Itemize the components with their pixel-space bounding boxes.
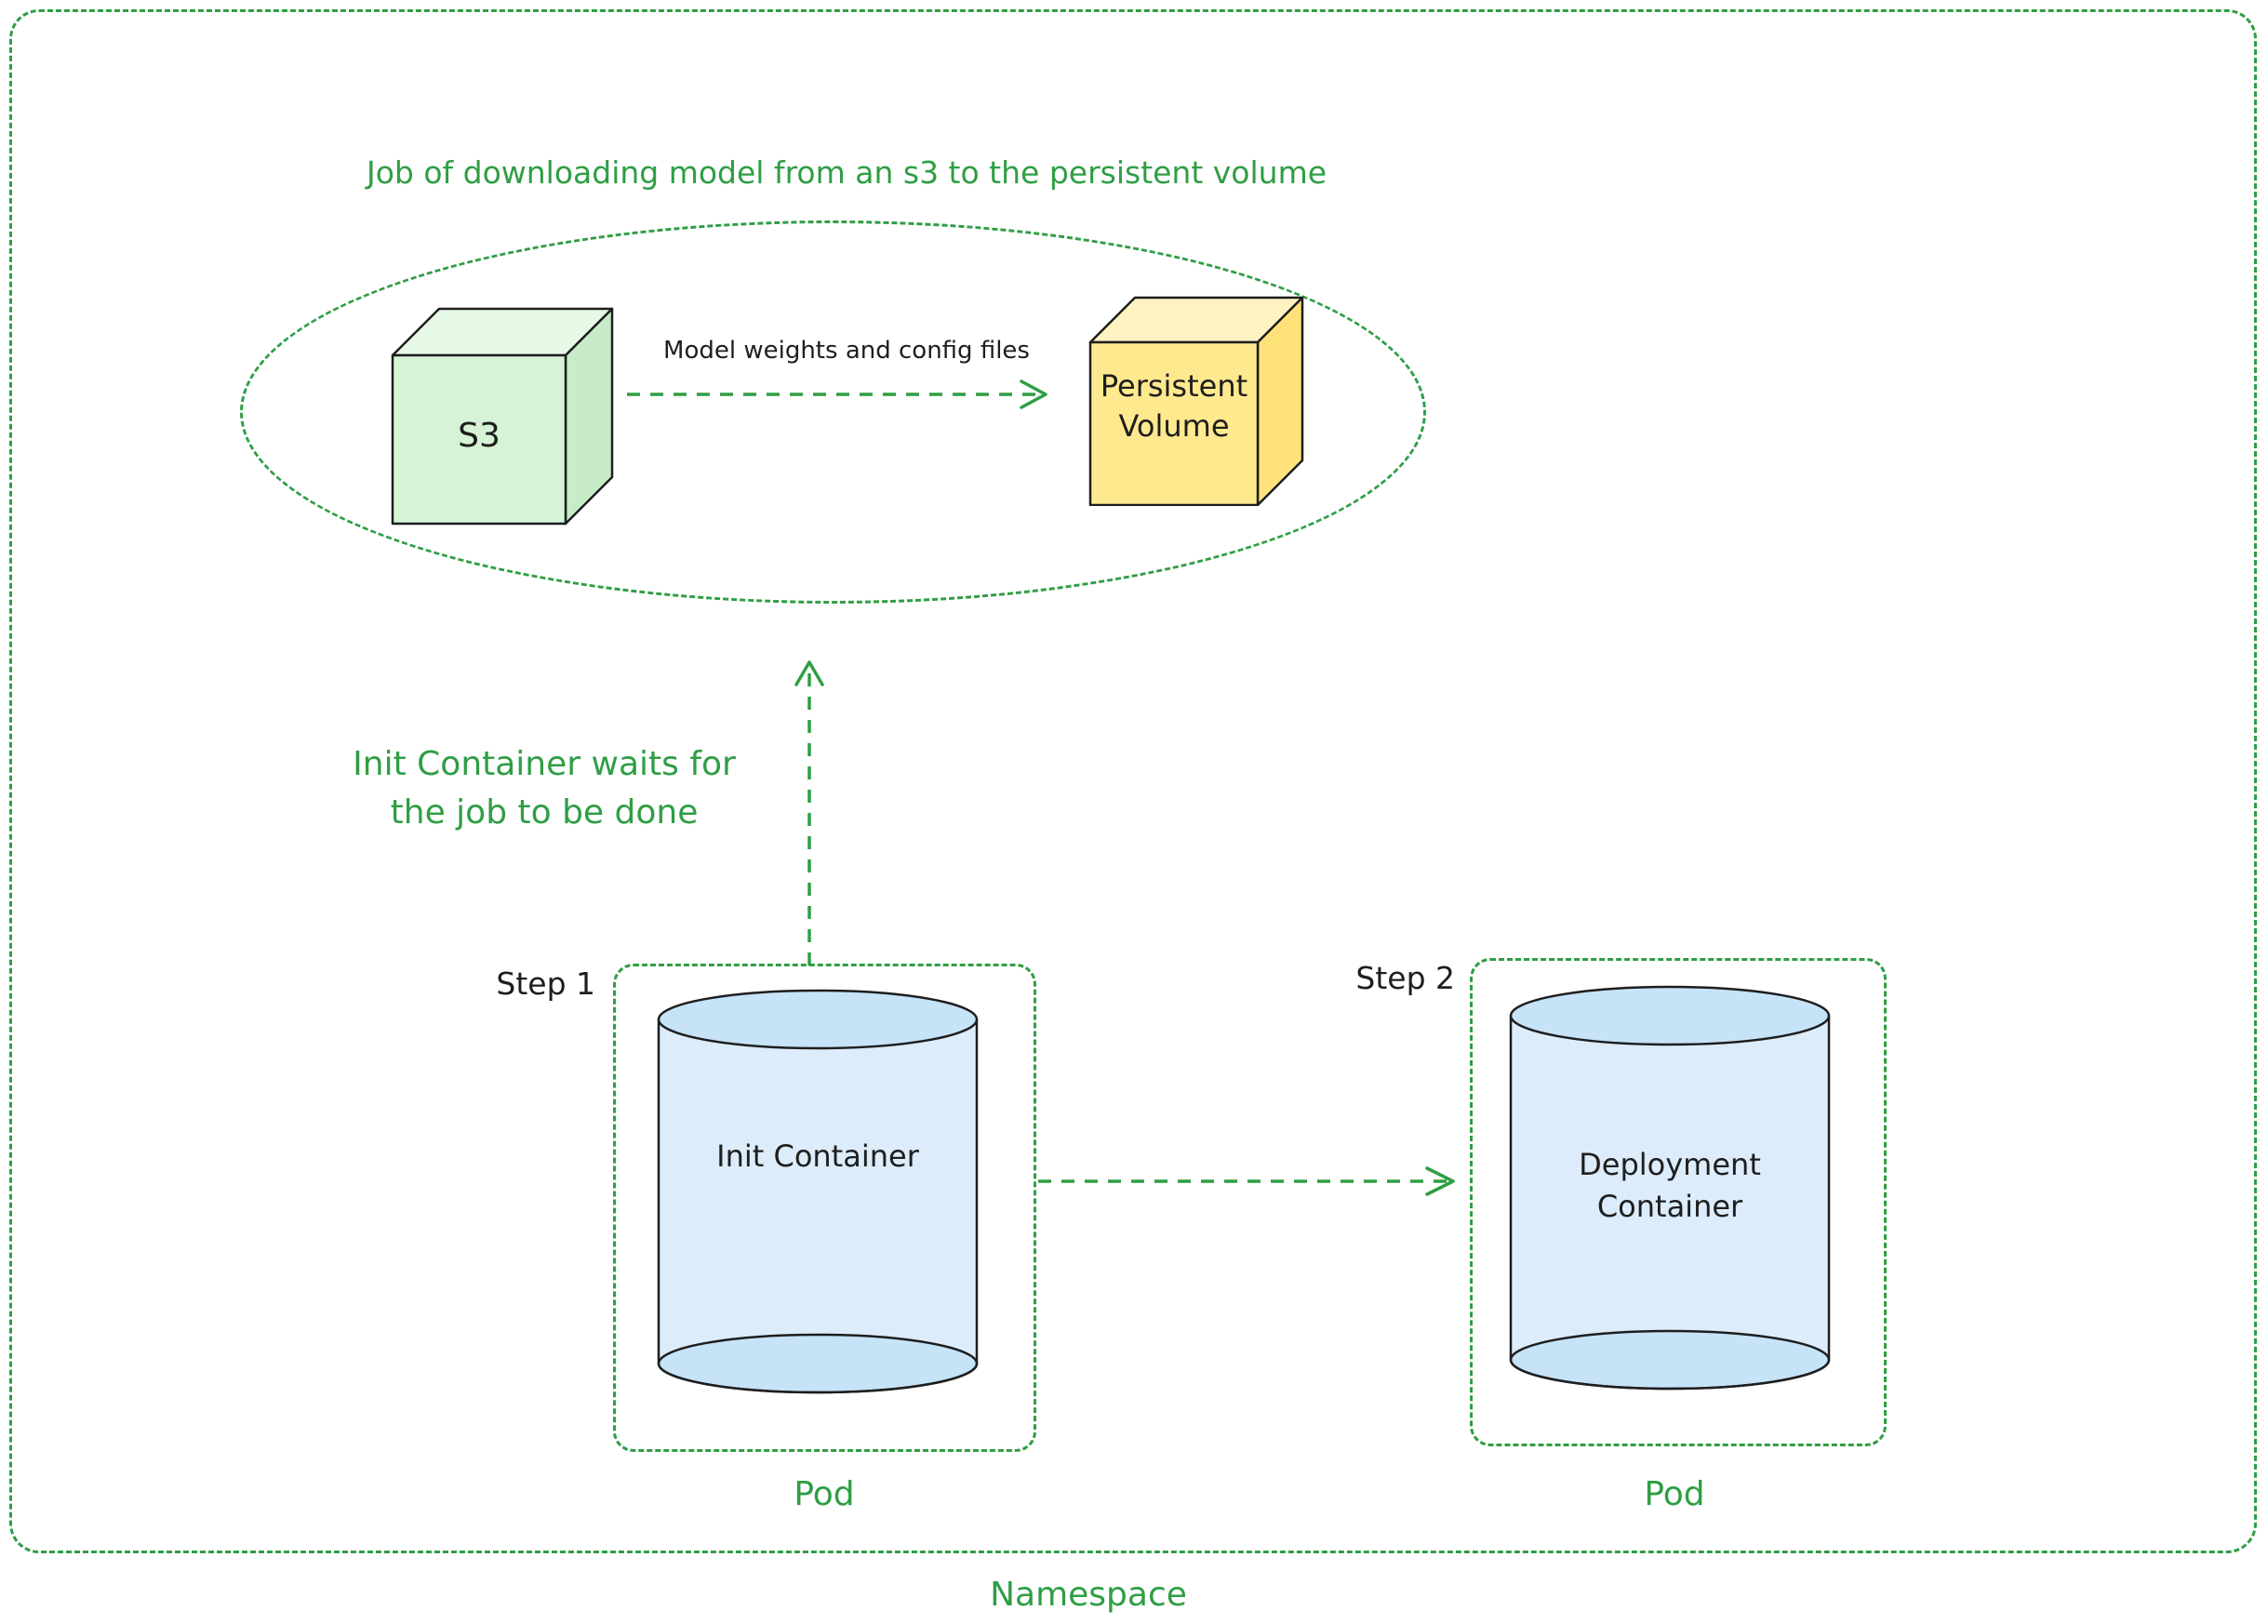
job-title: Job of downloading model from an s3 to t…	[366, 154, 1327, 191]
s3-label: S3	[458, 417, 500, 455]
wait-note-line1: Init Container waits for	[353, 745, 736, 783]
persistent-volume-label: Persistent Volume	[1090, 366, 1258, 446]
deployment-container-label-line1: Deployment	[1579, 1147, 1761, 1182]
wait-note: Init Container waits for the job to be d…	[298, 740, 791, 837]
step-arrow	[1038, 1166, 1455, 1196]
persistent-volume-label-line2: Volume	[1118, 408, 1230, 445]
step2-pod-label: Pod	[1644, 1475, 1705, 1513]
transfer-arrow	[627, 379, 1047, 409]
wait-note-line2: the job to be done	[390, 793, 699, 832]
wait-arrow	[794, 660, 824, 965]
init-container-cylinder	[657, 989, 979, 1394]
deployment-container-label: Deployment Container	[1507, 1144, 1833, 1228]
namespace-boundary	[9, 9, 2257, 1553]
init-container-label: Init Container	[716, 1138, 919, 1174]
namespace-label: Namespace	[990, 1576, 1187, 1614]
transfer-arrow-label: Model weights and config files	[663, 337, 1030, 365]
persistent-volume-cube	[1088, 296, 1304, 506]
deployment-container-cylinder	[1509, 985, 1831, 1391]
step1-pod-box	[613, 964, 1036, 1452]
step2-pod-box	[1470, 958, 1887, 1446]
deployment-container-label-line2: Container	[1596, 1188, 1743, 1224]
step1-pod-label: Pod	[794, 1475, 855, 1513]
step2-label: Step 2	[1355, 960, 1455, 996]
s3-cube	[391, 307, 614, 526]
step1-label: Step 1	[496, 965, 595, 1002]
persistent-volume-label-line1: Persistent	[1100, 368, 1248, 404]
job-ellipse	[240, 220, 1426, 604]
